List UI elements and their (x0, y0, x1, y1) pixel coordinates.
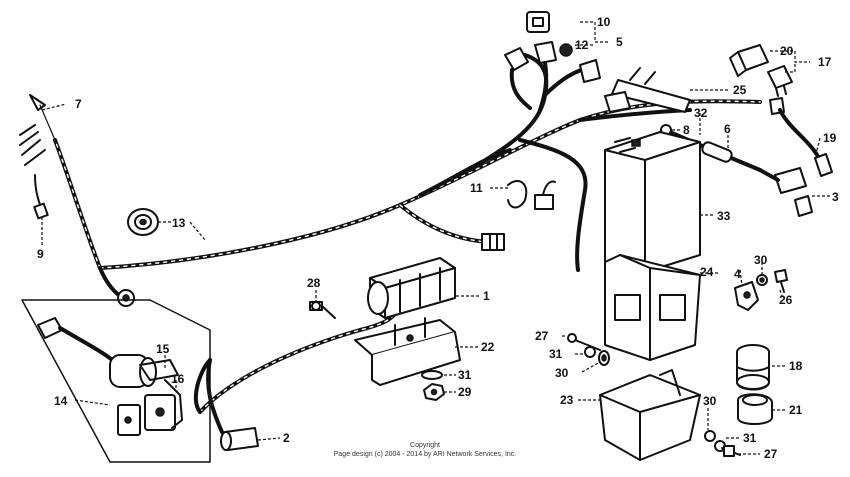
callout-11: 11 (470, 181, 483, 195)
switch-lead (769, 97, 833, 177)
battery-tray (599, 369, 701, 461)
callout-13: 13 (172, 216, 186, 230)
page-design-credit: Page design (c) 2004 - 2014 by ARI Netwo… (334, 451, 517, 458)
copyright-footer: Copyright Page design (c) 2004 - 2014 by… (334, 442, 517, 458)
coil-bracket (354, 317, 461, 386)
bolt-washer-set-a (567, 333, 610, 366)
callout-2: 2 (283, 431, 290, 445)
bracket-right (734, 269, 788, 311)
callout-1: 1 (483, 289, 490, 303)
connector-right (758, 167, 813, 217)
callout-31-holder: 31 (549, 347, 563, 361)
callout-9: 9 (37, 247, 44, 261)
callout-33: 33 (717, 209, 731, 223)
callout-labels: 7 9 13 14 15 16 2 1 22 31 29 28 11 10 12… (37, 15, 839, 461)
callout-12: 12 (575, 38, 589, 52)
cable-end-terminal (206, 358, 259, 451)
callout-23: 23 (560, 393, 574, 407)
callout-30-lower: 30 (703, 394, 717, 408)
fuse-holder (604, 67, 691, 113)
callout-10: 10 (597, 15, 611, 29)
callout-28: 28 (307, 276, 321, 290)
callout-16: 16 (171, 372, 185, 386)
callout-30-right: 30 (754, 253, 768, 267)
callout-30-holder: 30 (555, 366, 569, 380)
callout-31-coil: 31 (458, 368, 472, 382)
ignition-coil (367, 257, 456, 319)
callout-20: 20 (780, 44, 794, 58)
callout-21: 21 (789, 403, 803, 417)
retaining-band (737, 393, 773, 425)
callout-24: 24 (700, 265, 714, 279)
callout-32: 32 (694, 106, 708, 120)
callout-22: 22 (481, 340, 495, 354)
connector-bundle-left (19, 94, 56, 220)
connector-mid (481, 233, 505, 251)
callout-18: 18 (789, 359, 803, 373)
callout-6: 6 (724, 122, 731, 136)
callout-3: 3 (832, 190, 839, 204)
callout-15: 15 (156, 342, 170, 356)
callout-25: 25 (733, 83, 747, 97)
callout-14: 14 (54, 394, 68, 408)
harness-plug (117, 289, 135, 307)
grommet (127, 208, 159, 236)
callout-29: 29 (458, 385, 472, 399)
callout-26: 26 (779, 293, 793, 307)
connectors-top (504, 11, 601, 112)
callout-5: 5 (616, 35, 623, 49)
battery-holder (604, 254, 701, 361)
copyright-label: Copyright (410, 442, 440, 449)
callout-17: 17 (818, 55, 832, 69)
battery (604, 131, 701, 273)
callout-8: 8 (683, 123, 690, 137)
callout-7: 7 (75, 97, 82, 111)
relay-pair (729, 44, 793, 97)
mount-rubber (736, 344, 770, 391)
callout-31-lower: 31 (743, 431, 757, 445)
harness-clip (507, 180, 556, 210)
bolt-28 (309, 301, 336, 319)
bolt-washer-set-b (704, 430, 741, 457)
callout-27-lower: 27 (764, 447, 778, 461)
callout-27-holder: 27 (535, 329, 549, 343)
washer-nut (421, 370, 445, 401)
leader-lines (41, 21, 830, 455)
callout-19: 19 (823, 131, 837, 145)
callout-4: 4 (734, 267, 741, 281)
